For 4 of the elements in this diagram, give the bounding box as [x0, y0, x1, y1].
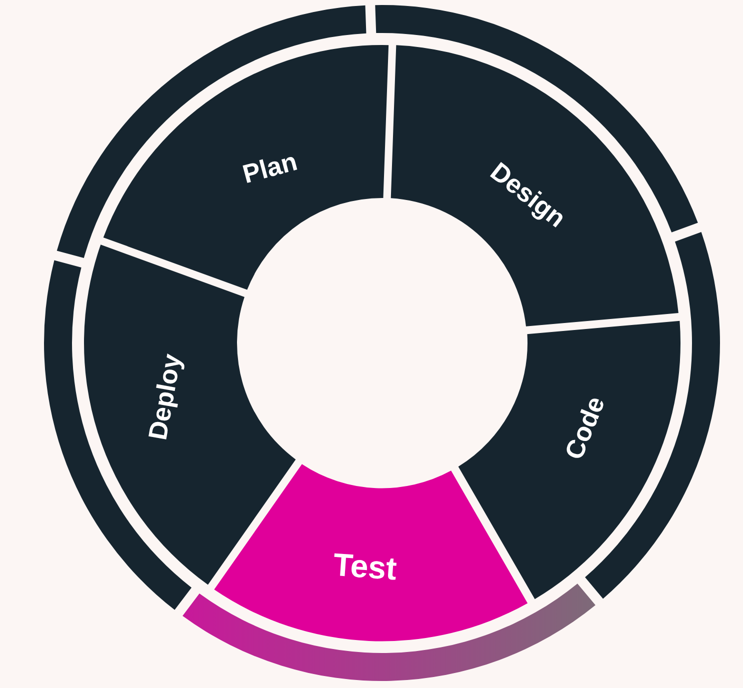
segment-label: Plan	[239, 146, 301, 190]
segment-label: Test	[332, 546, 398, 588]
segment-label: Code	[558, 392, 612, 464]
segment-label: Deploy	[142, 352, 188, 442]
